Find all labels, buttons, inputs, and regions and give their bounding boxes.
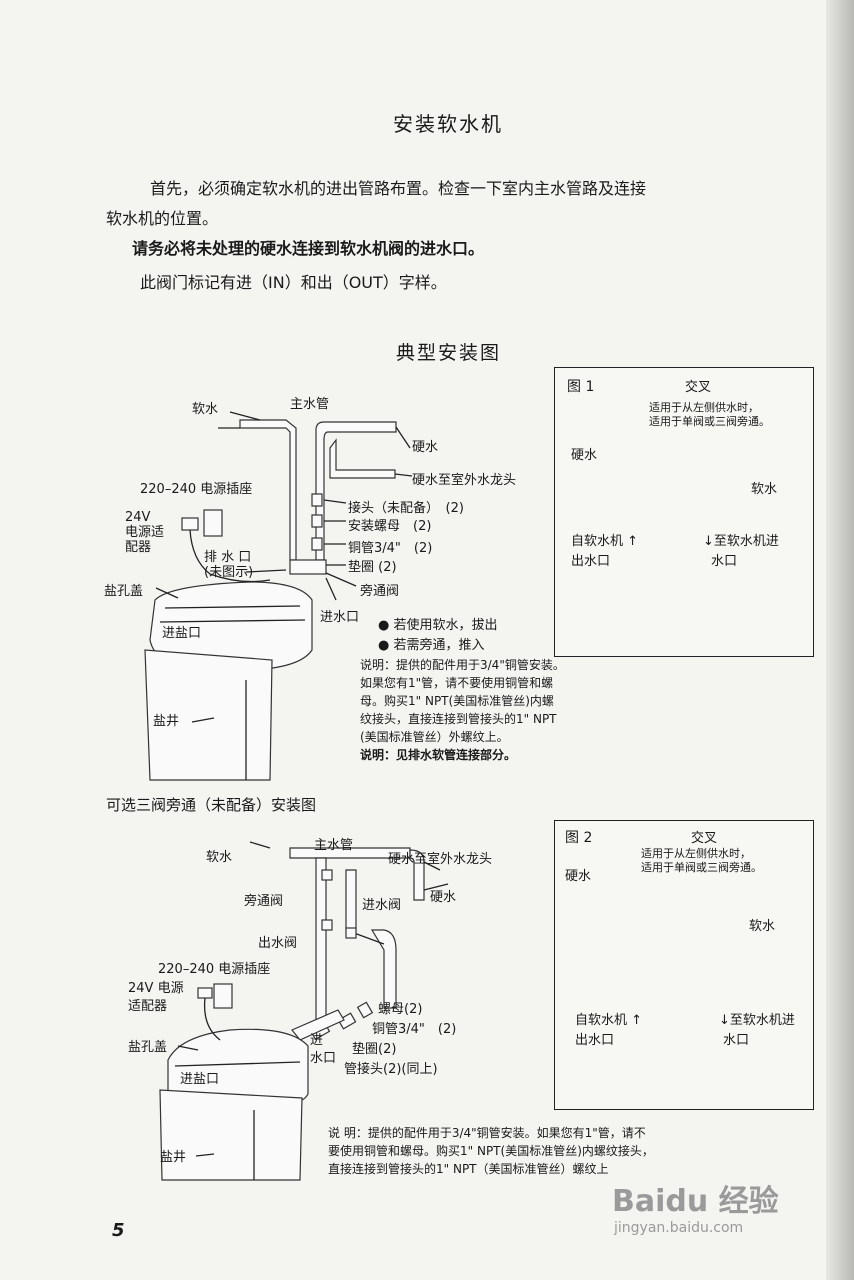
typical-install-heading: 典型安装图 [396,342,502,364]
opt-label-copper: 铜管3/4" (2) [372,1022,457,1037]
fig1-cross: 交叉 [685,380,712,395]
typical-note-line: 如果您有1"管，请不要使用铜管和螺 [360,676,554,690]
fig2-box: 图 2 交叉 适用于从左侧供水时， 适用于单阀或三阀旁通。 硬水 软水 自软水机… [554,820,814,1110]
fig2-label: 图 2 [565,830,593,846]
fig1-to2: 水口 [711,554,738,569]
label-adapter: 24V 电源适 配器 [125,510,165,555]
fig2-to-text: 至软水机进 [729,1013,795,1028]
opt-label-outlet-valve: 出水阀 [258,936,298,951]
fig2-to: ↓至软水机进 [719,1013,795,1028]
fig1-label: 图 1 [567,379,595,395]
opt-label-salt-port: 进盐口 [180,1072,220,1087]
label-hard-water: 硬水 [412,440,439,455]
label-drain: 排 水 口 [204,550,252,565]
optional-note: 说 明：提供的配件用于3/4"铜管安装。如果您有1"管，请不 要使用铜管和螺母。… [328,1124,654,1178]
baidu-logo: Baidu 经验 [612,1184,779,1219]
typical-note-bold: 说明：见排水软管连接部分。 [360,748,517,762]
page-number: 5 [112,1220,125,1241]
label-soft-water: 软水 [192,402,219,417]
fig1-to-text: 至软水机进 [713,534,779,549]
label-drain-note: (未图示) [204,565,254,580]
fig1-sub2: 适用于单阀或三阀旁通。 [649,415,770,428]
fig2-from2: 出水口 [575,1033,615,1048]
label-bypass: 旁通阀 [360,584,400,599]
label-nut: 安装螺母 (2) [348,519,432,534]
intro-line-3: 此阀门标记有进（IN）和出（OUT）字样。 [140,273,447,292]
fig2-to2: 水口 [723,1033,750,1048]
opt-label-salt-lid: 盐孔盖 [128,1040,168,1055]
intro-bold-line: 请务必将未处理的硬水连接到软水机阀的进水口。 [132,239,485,258]
watermark-url: jingyan.baidu.com [614,1220,744,1236]
label-power-socket: 220–240 电源插座 [140,482,253,497]
fig2-sub1: 适用于从左侧供水时， [641,847,751,860]
bullet-pull: ● 若使用软水，拔出 [378,618,498,633]
typical-pipes [144,411,413,781]
label-copper: 铜管3/4" (2) [348,541,433,556]
page-edge-shadow [826,0,854,1280]
label-fitting: 接头（未配备） (2) [348,501,464,516]
fig2-cross: 交叉 [691,831,718,846]
optional-pipes [159,841,449,1181]
label-salt-lid: 盐孔盖 [104,584,144,599]
opt-label-inlet-valve: 进水阀 [362,898,402,913]
label-salt-well: 盐井 [153,714,180,729]
fig1-to: ↓至软水机进 [703,534,779,549]
fig2-from: 自软水机 ↑ [575,1013,643,1028]
opt-label-power-socket: 220–240 电源插座 [158,962,271,977]
optional-note-line: 说 明：提供的配件用于3/4"铜管安装。如果您有1"管，请不 [328,1126,646,1140]
bullet-push-text: 若需旁通，推入 [393,638,485,653]
fig2-hard: 硬水 [565,869,592,884]
optional-install-heading: 可选三阀旁通（未配备）安装图 [106,796,317,814]
page-title: 安装软水机 [393,112,503,136]
fig1-from2: 出水口 [571,554,611,569]
fig2-soft: 软水 [749,919,776,934]
opt-label-nut: 螺母(2) [378,1002,423,1017]
opt-label-fitting: 管接头(2)(同上) [344,1062,438,1077]
opt-label-washer: 垫圈(2) [352,1042,397,1057]
opt-label-bypass: 旁通阀 [244,894,284,909]
opt-label-hard-to-faucet: 硬水至室外水龙头 [388,852,493,867]
bullet-push: ● 若需旁通，推入 [378,638,485,653]
opt-label-adapter: 24V 电源 适配器 [128,981,184,1014]
opt-label-hard-water: 硬水 [430,890,457,905]
label-main-pipe: 主水管 [290,397,330,412]
opt-label-main-pipe: 主水管 [314,838,354,853]
fig1-from: 自软水机 ↑ [571,534,639,549]
label-salt-port: 进盐口 [162,626,202,641]
intro-line-1: 首先，必须确定软水机的进出管路布置。检查一下室内主水管路及连接 [150,179,647,198]
opt-label-soft-water: 软水 [206,850,233,865]
fig2-sub2: 适用于单阀或三阀旁通。 [641,861,762,874]
bullet-pull-text: 若使用软水，拔出 [393,618,498,633]
fig1-from-text: 自软水机 [571,534,624,549]
optional-note-line: 直接连接到管接头的1" NPT（美国标准管丝）螺纹上 [328,1162,609,1176]
typical-note-line: 母。购买1" NPT(美国标准管丝)内螺 [360,694,554,708]
typical-note: 说明：提供的配件用于3/4"铜管安装。 如果您有1"管，请不要使用铜管和螺 母。… [360,656,565,764]
fig1-sub1: 适用于从左侧供水时， [649,401,759,414]
intro-line-2: 软水机的位置。 [106,209,219,228]
fig1-hard: 硬水 [571,448,598,463]
label-washer: 垫圈 (2) [348,560,397,575]
fig2-from-text: 自软水机 [575,1013,628,1028]
label-hard-to-faucet: 硬水至室外水龙头 [412,473,517,488]
opt-label-inlet: 进 水口 [310,1033,337,1066]
fig1-box: 图 1 交叉 适用于从左侧供水时， 适用于单阀或三阀旁通。 硬水 软水 自软水机… [554,367,814,657]
opt-label-salt-well: 盐井 [160,1150,187,1165]
typical-note-line: 纹接头，直接连接到管接头的1" NPT [360,712,557,726]
label-inlet: 进水口 [320,610,360,625]
fig1-soft: 软水 [751,482,778,497]
typical-note-line: (美国标准管丝）外螺纹上。 [360,730,509,744]
optional-note-line: 要使用铜管和螺母。购买1" NPT(美国标准管丝)内螺纹接头， [328,1144,654,1158]
typical-note-line: 说明：提供的配件用于3/4"铜管安装。 [360,658,565,672]
